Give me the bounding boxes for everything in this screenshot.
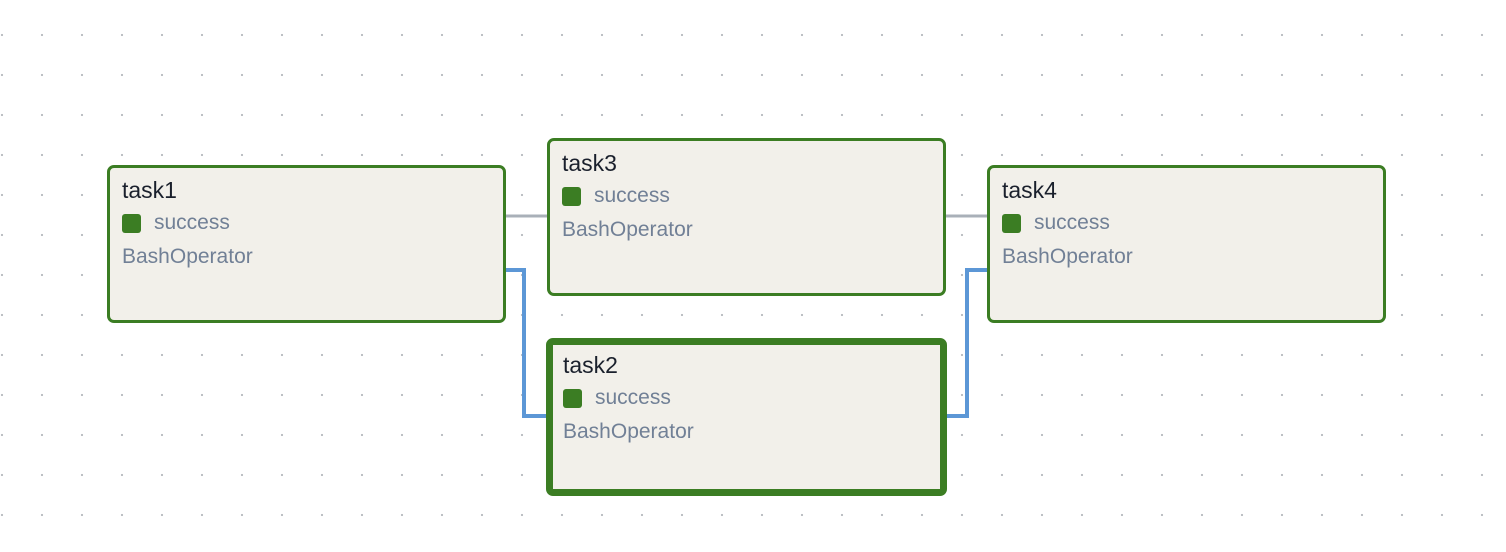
task-status: success [122,206,491,240]
task-node-task1[interactable]: task1 success BashOperator [107,165,506,323]
task-title: task4 [1002,177,1057,203]
task-operator: BashOperator [1002,245,1133,268]
task-status: success [563,381,930,415]
task-title: task3 [562,150,617,176]
task-status-label: success [1034,211,1110,234]
task-status-label: success [594,184,670,207]
edge-task1-task2 [505,268,548,418]
status-swatch-icon [1002,213,1021,233]
task-title: task2 [563,352,618,378]
status-swatch-icon [563,388,582,408]
task-operator: BashOperator [122,245,253,268]
task-status-label: success [154,211,230,234]
task-status-label: success [595,386,671,409]
task-title: task1 [122,177,177,203]
task-operator: BashOperator [562,218,693,241]
edge-task2-task4 [945,268,988,418]
task-status: success [1002,206,1371,240]
task-node-task2[interactable]: task2 success BashOperator [546,338,947,496]
status-swatch-icon [122,213,141,233]
status-swatch-icon [562,186,581,206]
task-node-task4[interactable]: task4 success BashOperator [987,165,1386,323]
task-node-task3[interactable]: task3 success BashOperator [547,138,946,296]
task-operator: BashOperator [563,420,694,443]
task-status: success [562,179,931,213]
